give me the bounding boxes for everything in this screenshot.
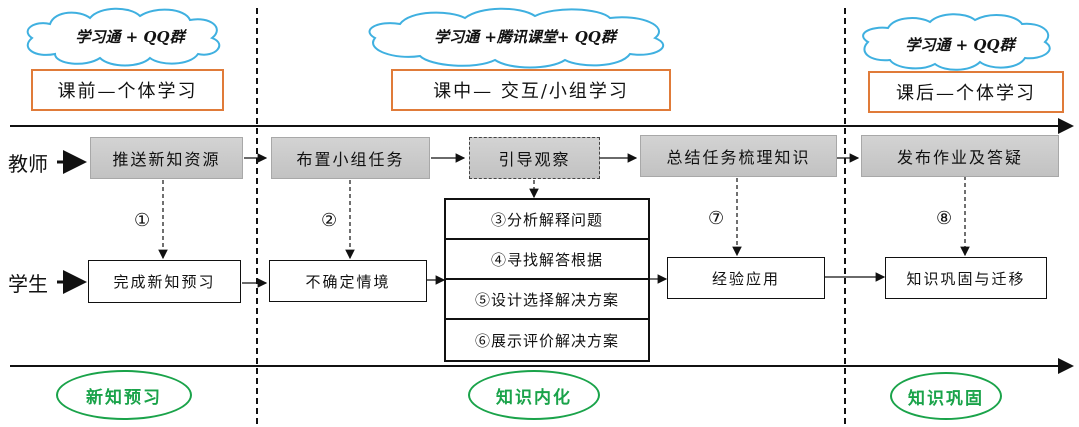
step-number-7: ⑦ (708, 208, 725, 229)
role-student: 学生 (8, 272, 48, 296)
role-teacher: 教师 (8, 152, 48, 176)
cloud-post (862, 13, 1051, 71)
outcome-preview: 新知预习 (56, 370, 192, 420)
step-number-8: ⑧ (936, 208, 953, 229)
cloud-pre (26, 7, 221, 67)
phase-pre: 课前—个体学习 (31, 69, 224, 111)
cloud-in (368, 7, 664, 69)
teacher-step-3: 引导观察 (469, 137, 600, 179)
teacher-step-4: 总结任务梳理知识 (640, 135, 837, 177)
step-number-1: ① (134, 210, 151, 231)
activity-5: ⑤设计选择解决方案 (446, 280, 648, 320)
outcome-consolidate: 知识巩固 (890, 372, 1002, 420)
teacher-step-1: 推送新知资源 (90, 137, 243, 179)
platform-pre: 学习通 + QQ群 (75, 28, 185, 46)
activity-4: ④寻找解答根据 (446, 240, 648, 280)
student-step-1: 完成新知预习 (88, 260, 241, 303)
step-number-2: ② (321, 210, 338, 231)
phase-in: 课中— 交互/小组学习 (391, 69, 671, 111)
activity-6: ⑥展示评价解决方案 (474, 331, 619, 350)
student-step-3: 经验应用 (667, 257, 825, 299)
platform-post: 学习通 + QQ群 (905, 36, 1015, 54)
teacher-step-5: 发布作业及答疑 (861, 135, 1059, 177)
teacher-step-2: 布置小组任务 (271, 137, 430, 179)
student-step-4: 知识巩固与迁移 (885, 257, 1047, 299)
student-step-2: 不确定情境 (269, 260, 427, 302)
activity-3: ③分析解释问题 (446, 200, 648, 240)
platform-in: 学习通 +腾讯课堂+ QQ群 (434, 28, 616, 46)
group-activities-stack: ③分析解释问题 ④寻找解答根据 ⑤设计选择解决方案 ⑥展示评价解决方案 (444, 198, 650, 362)
phase-post: 课后—个体学习 (868, 71, 1064, 113)
outcome-internalize: 知识内化 (468, 370, 600, 420)
